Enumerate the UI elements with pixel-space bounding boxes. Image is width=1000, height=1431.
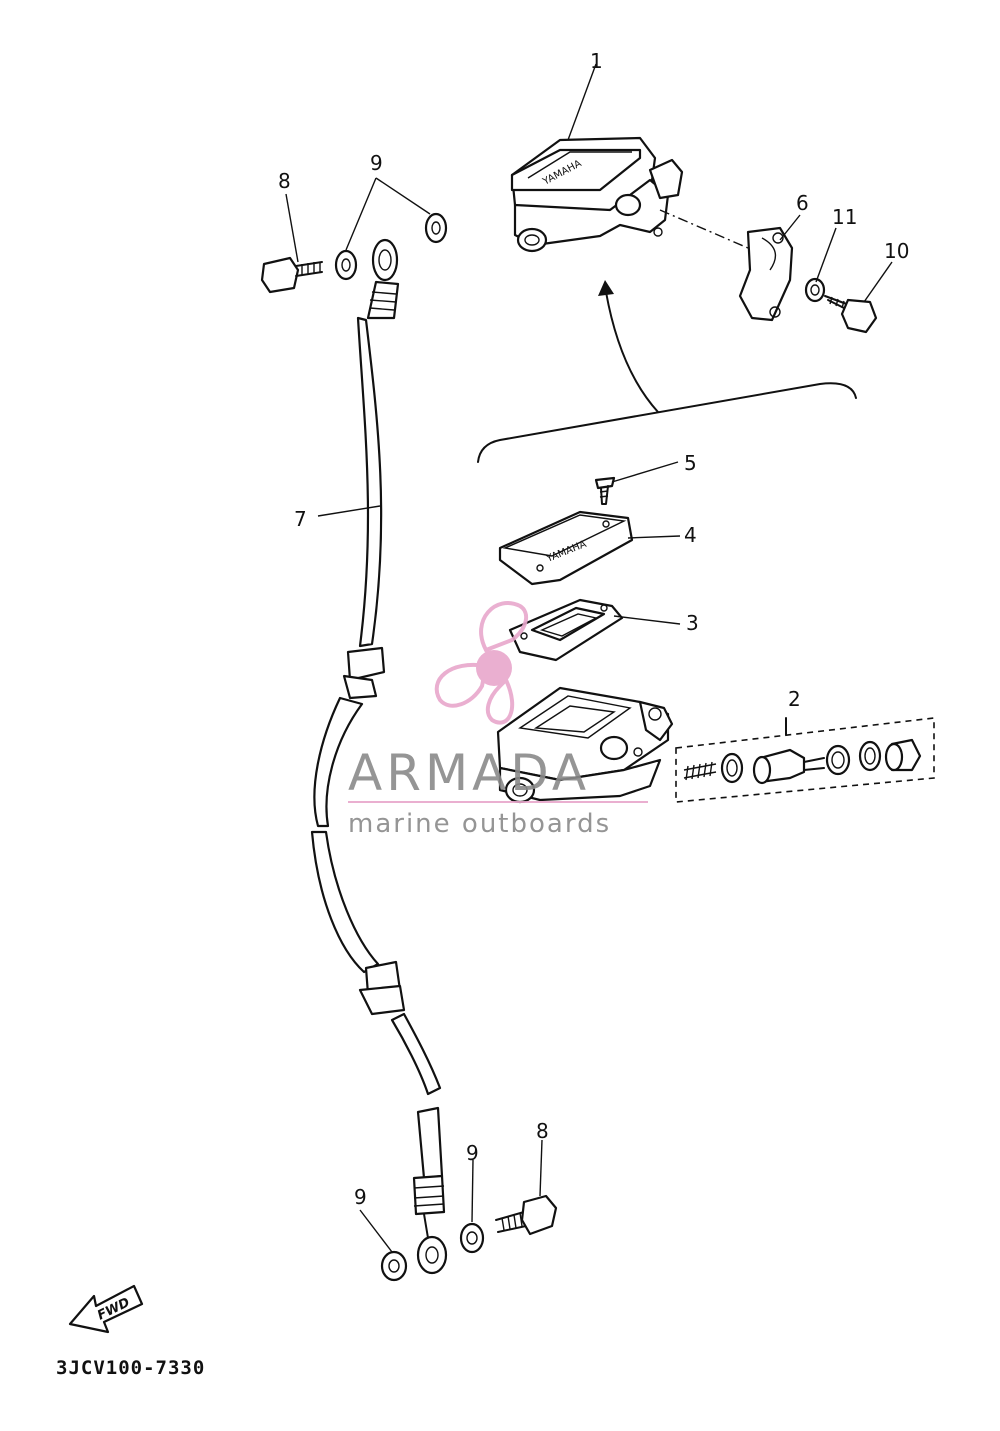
master-cylinder-body bbox=[496, 686, 674, 804]
screw-5 bbox=[594, 476, 616, 505]
leader-lines bbox=[285, 63, 893, 1253]
callout-8-bottom: 8 bbox=[536, 1119, 549, 1143]
banjo-bolt-8-bottom bbox=[495, 1194, 558, 1236]
washer-11 bbox=[804, 277, 826, 303]
callout-6: 6 bbox=[796, 191, 809, 215]
washer-9-bottom-b bbox=[459, 1222, 485, 1254]
washer-9-bottom-a bbox=[380, 1250, 408, 1282]
watermark-name: ARMADA bbox=[348, 744, 590, 802]
callout-9-bottom-b: 9 bbox=[466, 1141, 479, 1165]
handlebar-clamp bbox=[738, 226, 794, 322]
piston-kit-2 bbox=[675, 717, 935, 803]
brake-hose-7 bbox=[310, 238, 448, 1275]
washer-9-top-a bbox=[334, 249, 358, 281]
diaphragm-3 bbox=[508, 598, 624, 662]
callout-numbers: 1 6 11 10 5 4 3 2 7 8 9 9 9 8 bbox=[278, 49, 909, 1209]
armada-watermark: ARMADA marine outboards bbox=[348, 601, 648, 839]
fwd-arrow-icon: FWD bbox=[68, 1284, 144, 1334]
callout-7: 7 bbox=[294, 507, 307, 531]
callout-2: 2 bbox=[788, 687, 801, 711]
callout-8-top: 8 bbox=[278, 169, 291, 193]
callout-9-bottom-a: 9 bbox=[354, 1185, 367, 1209]
exploded-view-arrow bbox=[605, 291, 659, 413]
arrow-head bbox=[598, 280, 614, 296]
callout-9-top: 9 bbox=[370, 151, 383, 175]
reservoir-cap-4: YAMAHA bbox=[498, 510, 634, 586]
callout-4: 4 bbox=[684, 523, 697, 547]
watermark-tagline: marine outboards bbox=[348, 809, 611, 839]
callout-5: 5 bbox=[684, 451, 697, 475]
exploded-view-bracket bbox=[477, 382, 857, 463]
banjo-bolt-8-top bbox=[260, 256, 323, 294]
callout-11: 11 bbox=[832, 205, 857, 229]
master-cylinder-assembly: YAMAHA bbox=[510, 136, 749, 253]
diagram-code: 3JCV100-7330 bbox=[56, 1357, 205, 1379]
washer-9-top-b bbox=[424, 212, 448, 244]
propeller-logo-icon bbox=[434, 601, 529, 725]
callout-1: 1 bbox=[590, 49, 603, 73]
callout-10: 10 bbox=[884, 239, 909, 263]
callout-3: 3 bbox=[686, 611, 699, 635]
bolt-10 bbox=[824, 295, 878, 334]
